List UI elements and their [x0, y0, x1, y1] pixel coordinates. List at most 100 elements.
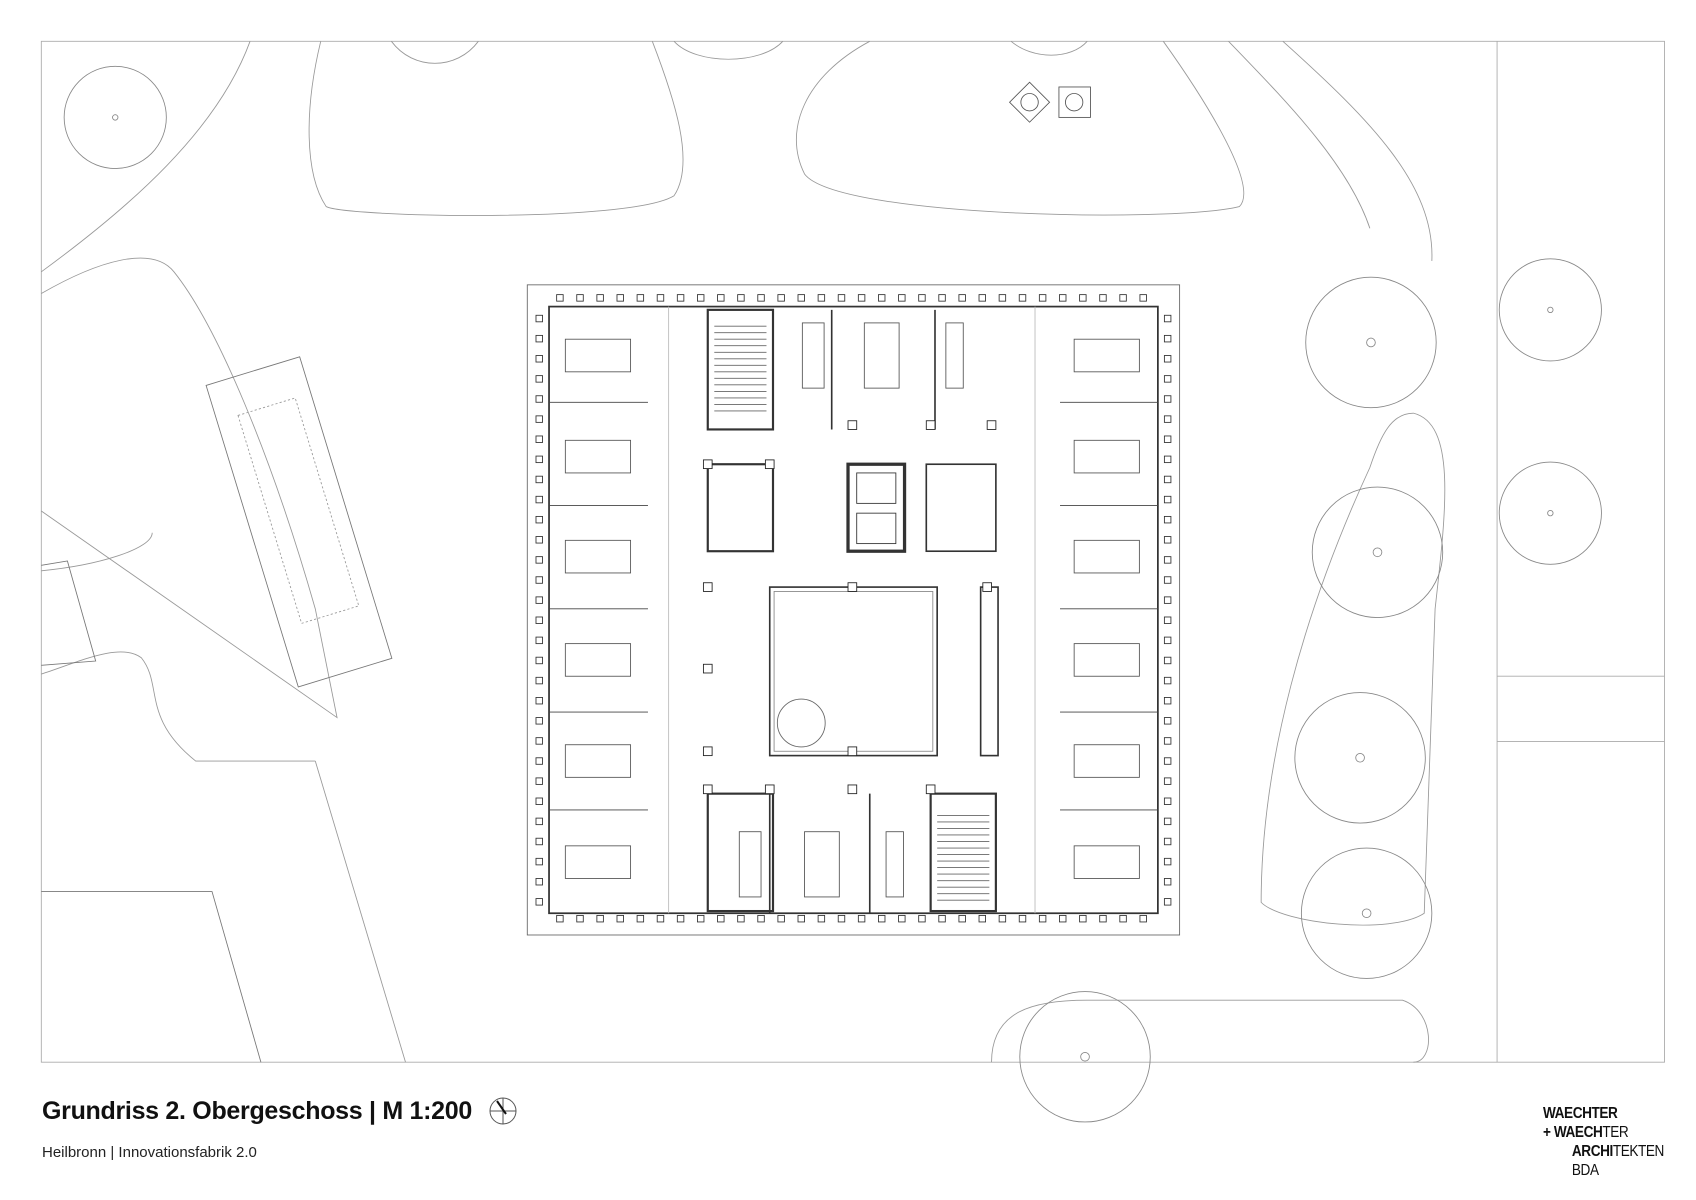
facade-column [878, 294, 886, 302]
facade-column [1163, 878, 1172, 886]
facade-column [1163, 375, 1172, 383]
facade-column [1163, 556, 1172, 564]
facade-column [636, 914, 645, 923]
facade-column [958, 914, 966, 923]
facade-column [535, 817, 543, 826]
facade-column [676, 914, 685, 923]
facade-column [717, 914, 725, 923]
drawing-subtitle: Heilbronn | Innovationsfabrik 2.0 [42, 1144, 257, 1161]
structural-column [702, 784, 713, 795]
facade-column [1163, 898, 1172, 906]
facade-column [656, 914, 665, 923]
facade-column [1163, 757, 1172, 765]
facade-column [1163, 656, 1172, 665]
desk-group [1073, 539, 1140, 574]
facade-column [978, 914, 986, 923]
logo-line-3-bold: ARCHI [1571, 1143, 1613, 1160]
facade-column [1163, 415, 1172, 423]
facade-column [535, 837, 543, 846]
facade-column [535, 455, 543, 464]
desk-group [1073, 744, 1140, 778]
structural-column [702, 746, 713, 757]
facade-column [1163, 355, 1172, 363]
facade-column [535, 636, 543, 645]
facade-column [1099, 294, 1107, 302]
desk-group [885, 831, 904, 898]
facade-column [1163, 435, 1172, 443]
facade-column [1099, 914, 1107, 923]
facade-column [535, 536, 543, 544]
desk-group [564, 845, 632, 879]
desk-group [804, 831, 840, 898]
facade-column [1119, 294, 1127, 302]
facade-column [1038, 294, 1047, 302]
facade-column [757, 294, 765, 302]
trees [63, 65, 1602, 1123]
facade-column [535, 334, 543, 343]
facade-column [1163, 334, 1172, 343]
facade-column [1163, 697, 1172, 705]
facade-column [1163, 817, 1172, 826]
facade-column [757, 914, 765, 923]
facade-column [898, 914, 906, 923]
facade-column [535, 777, 543, 785]
facade-column [1059, 914, 1067, 923]
facade-column [596, 294, 604, 302]
facade-column [938, 294, 946, 302]
facade-column [918, 914, 926, 923]
architect-logo: WAECHTER + WAECHTER ARCHITEKTEN BDA [1543, 1104, 1664, 1180]
facade-column [636, 294, 645, 302]
facade-column [1163, 495, 1172, 504]
facade-column [777, 294, 785, 302]
desk-group [564, 439, 632, 474]
facade-column [535, 395, 543, 403]
desk-group [945, 322, 964, 389]
facade-column [978, 294, 986, 302]
facade-column [1163, 576, 1172, 584]
facade-column [535, 355, 543, 363]
facade-column [535, 676, 543, 685]
facade-column [535, 757, 543, 765]
facade-column [737, 914, 745, 923]
atrium [768, 586, 938, 757]
facade-column [878, 914, 886, 923]
structural-column [764, 459, 775, 470]
desk-group [738, 831, 762, 898]
facade-column [1163, 797, 1172, 805]
facade-column [1079, 294, 1087, 302]
facade-column [1163, 536, 1172, 544]
facade-column [1163, 717, 1172, 725]
facade-column [1163, 596, 1172, 604]
facade-column [535, 314, 543, 323]
desk-group [1073, 643, 1140, 677]
facade-column [938, 914, 946, 923]
facade-column [998, 914, 1007, 923]
facade-column [1163, 314, 1172, 323]
facade-column [1018, 294, 1027, 302]
facade-column [1163, 475, 1172, 484]
logo-line-2-light: TER [1602, 1124, 1629, 1141]
facade-column [535, 515, 543, 524]
facade-column [837, 294, 846, 302]
facade-column [535, 435, 543, 443]
facade-column [535, 717, 543, 725]
facade-column [576, 914, 584, 923]
logo-line-3-light: TEKTEN [1612, 1143, 1665, 1160]
facade-column [998, 294, 1007, 302]
facade-column [556, 294, 564, 302]
structural-column [702, 663, 713, 674]
facade-column [616, 914, 624, 923]
facade-column [857, 914, 866, 923]
facade-column [535, 616, 543, 624]
facade-column [576, 294, 584, 302]
site-frame [40, 40, 1665, 1063]
facade-column [918, 294, 926, 302]
facade-column [737, 294, 745, 302]
facade-column [535, 375, 543, 383]
facade-column [1079, 914, 1087, 923]
structural-column [847, 420, 858, 430]
facade-column [1163, 515, 1172, 524]
facade-column [1139, 914, 1147, 923]
building [526, 284, 1181, 936]
